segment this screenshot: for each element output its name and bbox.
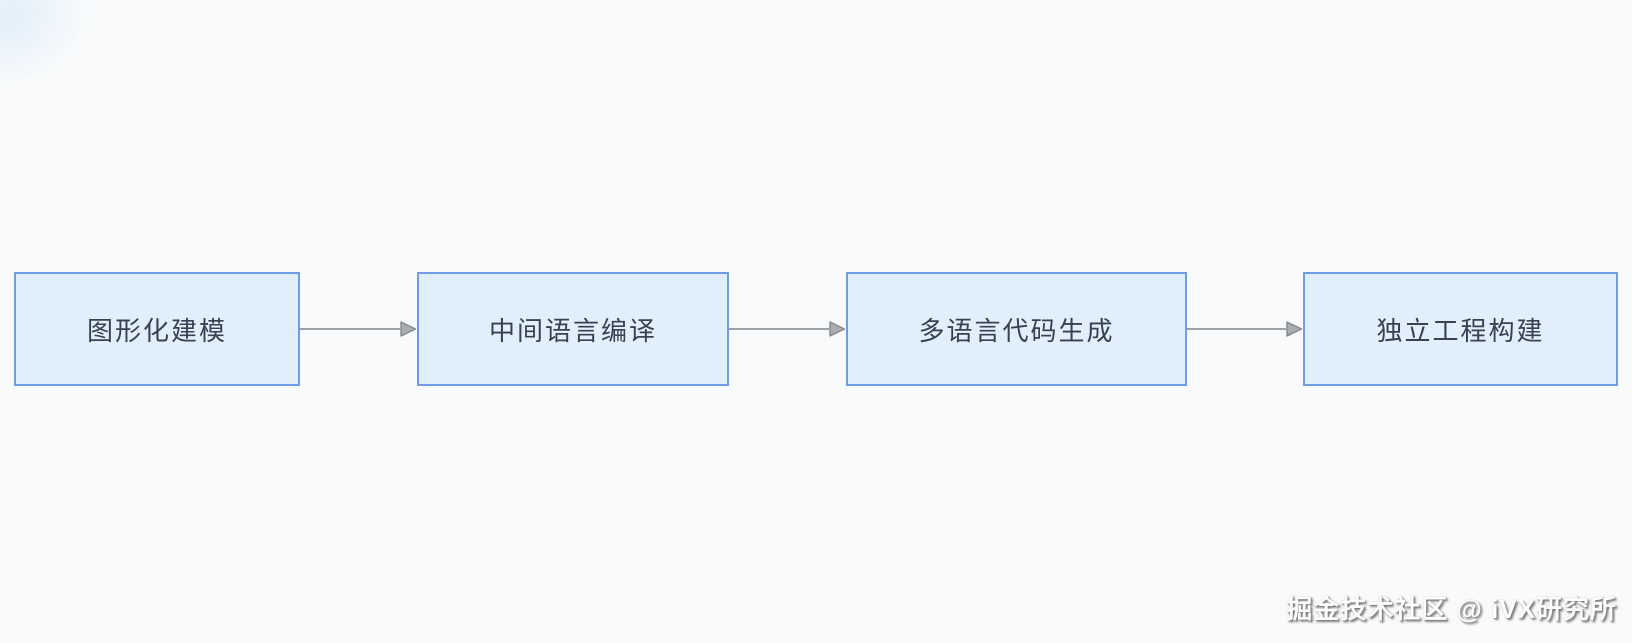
- connector-arrow-1: [300, 320, 417, 338]
- node-standalone-project-build: 独立工程构建: [1303, 272, 1618, 386]
- arrow-right-icon: [829, 321, 846, 337]
- node-label: 图形化建模: [86, 315, 227, 346]
- connector-arrow-2: [729, 320, 846, 338]
- node-label: 独立工程构建: [1376, 315, 1545, 346]
- node-label: 中间语言编译: [488, 315, 657, 346]
- arrow-line: [729, 328, 829, 330]
- node-label: 多语言代码生成: [918, 315, 1115, 346]
- arrow-right-icon: [400, 321, 417, 337]
- watermark: 掘金技术社区 @ iVX研究所: [1286, 594, 1617, 624]
- connector-arrow-3: [1187, 320, 1303, 338]
- arrow-right-icon: [1286, 321, 1303, 337]
- node-multi-language-codegen: 多语言代码生成: [846, 272, 1187, 386]
- node-graphical-modeling: 图形化建模: [14, 272, 300, 386]
- node-intermediate-language-compile: 中间语言编译: [417, 272, 729, 386]
- faint-corner-artifact: [0, 0, 108, 91]
- arrow-line: [1187, 328, 1286, 330]
- arrow-line: [300, 328, 400, 330]
